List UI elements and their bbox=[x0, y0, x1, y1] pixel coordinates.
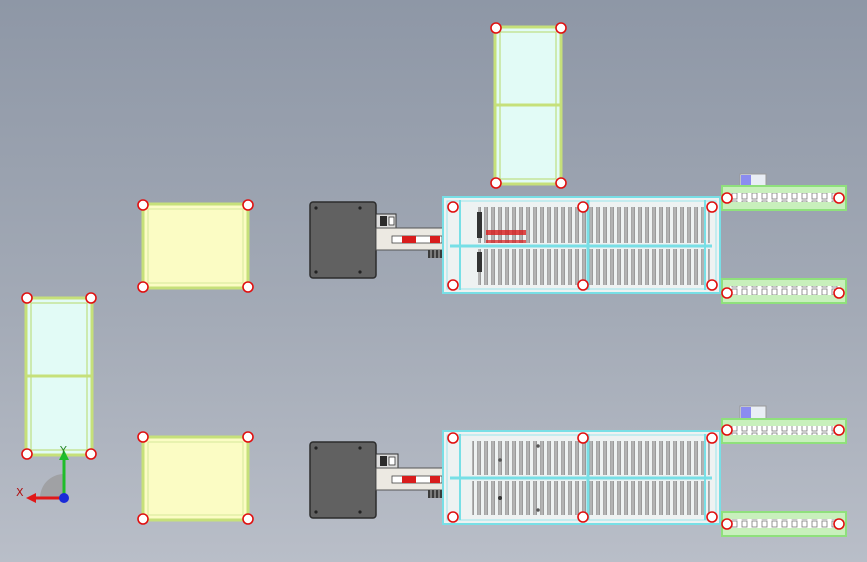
pallet-upper[interactable] bbox=[141, 202, 250, 290]
robot-upper[interactable] bbox=[309, 201, 449, 279]
corner-markers bbox=[21, 22, 845, 530]
triad-z-axis bbox=[59, 493, 69, 503]
chain-transfer-upper-bottom[interactable] bbox=[721, 278, 847, 304]
coordinate-triad: Y X bbox=[16, 444, 69, 503]
conveyor-upper[interactable] bbox=[442, 196, 721, 294]
robot-lower[interactable] bbox=[309, 441, 449, 519]
chain-transfer-lower-bottom[interactable] bbox=[721, 511, 847, 537]
triad-plane-icon bbox=[40, 474, 64, 498]
rack-left[interactable] bbox=[24, 296, 94, 457]
triad-y-label: Y bbox=[59, 444, 67, 457]
chain-transfer-lower-top[interactable] bbox=[721, 405, 847, 444]
triad-x-label: X bbox=[16, 486, 24, 499]
pallet-lower[interactable] bbox=[141, 435, 250, 522]
conveyor-lower[interactable] bbox=[442, 430, 721, 525]
rack-top[interactable] bbox=[493, 25, 563, 186]
chain-transfer-upper-top[interactable] bbox=[721, 173, 847, 211]
